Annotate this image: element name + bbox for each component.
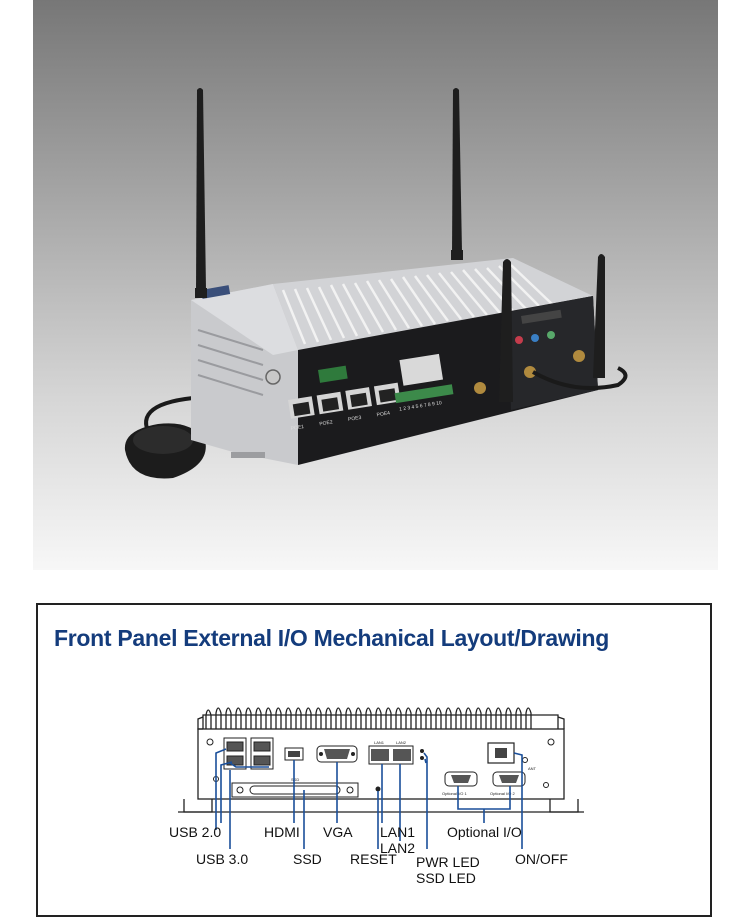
gps-antenna [124,423,206,479]
label-onoff: ON/OFF [515,851,568,867]
poe-label: POE2 [319,419,333,427]
poe-ports: POE1 POE2 POE3 POE4 [288,382,401,432]
label-pwr-led: PWR LED [416,854,480,870]
device-illustration: POE1 POE2 POE3 POE4 1 2 3 4 5 6 7 8 9 10 [124,88,628,479]
poe-label: POE3 [348,415,362,423]
label-vga: VGA [323,824,353,840]
vga-port [316,745,358,763]
poe-label: POE4 [376,410,390,418]
power-switch: ANT [487,742,537,771]
optional-io-2-text: Optional I/O 2 [490,791,515,796]
ssd-led [420,756,424,760]
ant-text: ANT [528,766,537,771]
label-hdmi: HDMI [264,824,300,840]
reset-button [375,786,381,792]
lan2-text: LAN2 [396,740,407,745]
poe-label: POE1 [290,424,304,432]
antennas [195,88,605,402]
label-lan2: LAN2 [380,840,415,856]
usb-ports [223,737,274,770]
panel-title: Front Panel External I/O Mechanical Layo… [54,625,610,651]
label-ssd-led: SSD LED [416,870,476,886]
ssd-text: SSD [291,777,299,782]
label-ssd: SSD [293,851,322,867]
optional-io-1-text: Optional I/O 1 [442,791,467,796]
lan1-text: LAN1 [374,740,385,745]
label-usb30: USB 3.0 [196,851,248,867]
label-reset: RESET [350,851,397,867]
label-usb20: USB 2.0 [169,824,221,840]
optional-io-ports: Optional I/O 1 Optional I/O 2 [442,771,526,796]
pwr-led [420,749,424,753]
io-layout-panel: Front Panel External I/O Mechanical Layo… [36,603,712,917]
lan-ports: LAN1 LAN2 [368,740,414,765]
label-lan1: LAN1 [380,824,415,840]
product-photo: POE1 POE2 POE3 POE4 1 2 3 4 5 6 7 8 9 10 [33,0,718,570]
ssd-slot: SSD [231,777,359,798]
front-panel-drawing: SSD LAN1 LAN2 Optional I/O 1 Optional I/… [169,707,584,886]
leader-lines [215,748,523,849]
label-optional-io: Optional I/O [447,824,522,840]
